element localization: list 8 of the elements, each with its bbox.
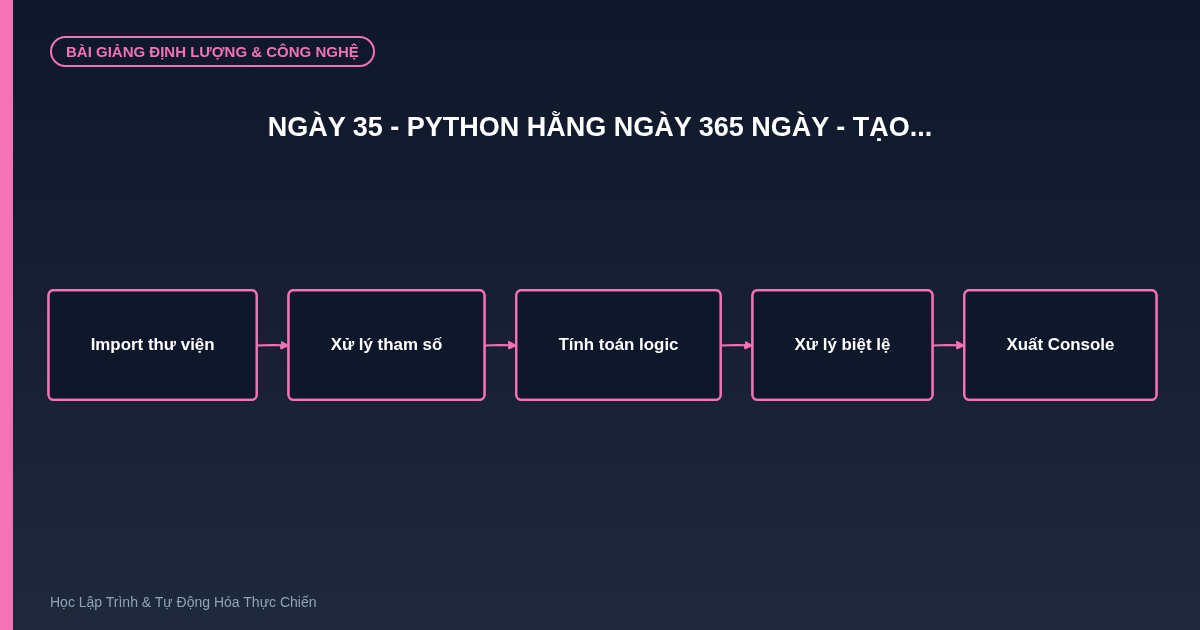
process-box: Xuất Console: [963, 289, 1158, 401]
process-box: Xử lý biệt lệ: [751, 289, 934, 401]
process-box: Xử lý tham số: [287, 289, 486, 401]
page-title: NGÀY 35 - PYTHON HẰNG NGÀY 365 NGÀY - TẠO...: [266, 112, 934, 143]
footer-text: Học Lập Trình & Tự Động Hóa Thực Chiến: [50, 594, 317, 610]
process-box: Tính toán logic: [515, 289, 722, 401]
category-tag: BÀI GIẢNG ĐỊNH LƯỢNG & CÔNG NGHỆ: [50, 36, 375, 67]
process-box: Import thư viện: [47, 289, 258, 401]
